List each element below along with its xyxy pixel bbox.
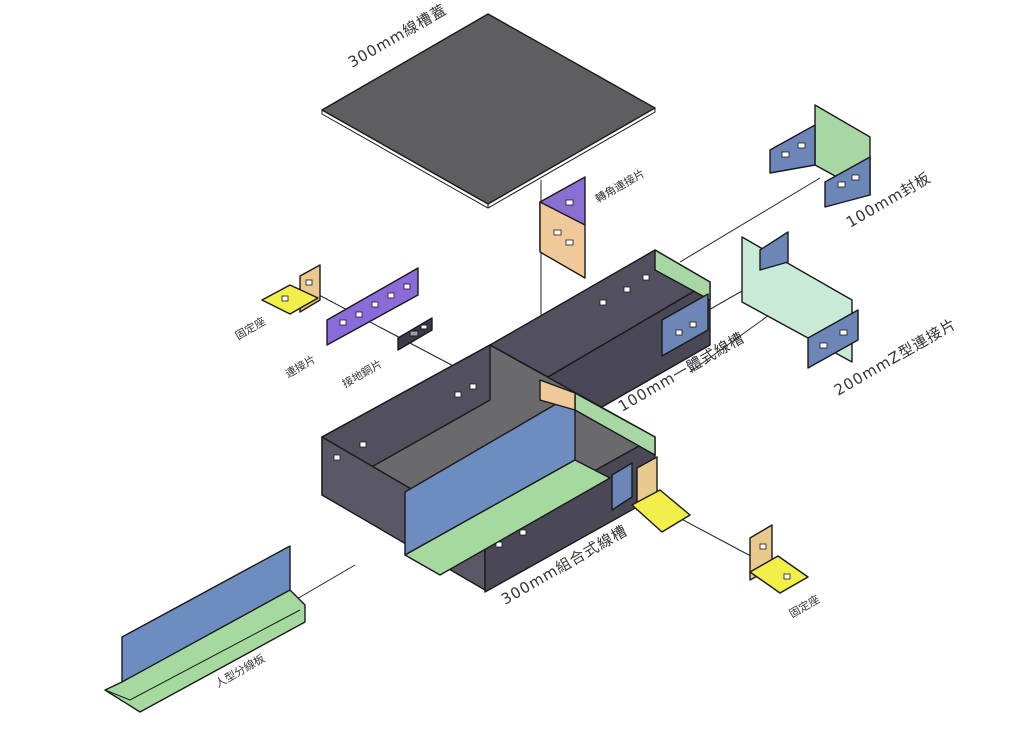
label-ground-strip: 接地銅片 [340, 356, 385, 390]
fixing-seat-left [261, 264, 321, 315]
connector-plate [326, 267, 419, 346]
divider-loose [104, 545, 306, 713]
fixing-seat-on-trough [611, 456, 691, 533]
cover-300mm [321, 13, 656, 209]
z-connector-plate-200mm [741, 231, 859, 369]
label-fixing-seat-left: 固定座 [233, 314, 269, 343]
fixing-seat-right [749, 524, 809, 594]
end-plate-100mm [769, 104, 871, 208]
corner-connector-plate [539, 176, 586, 279]
label-fixing-seat-right: 固定座 [787, 592, 823, 621]
divider-inner [404, 379, 656, 576]
label-corner-plate: 轉角連接片 [593, 166, 648, 206]
trough-100mm-integrated [489, 249, 711, 439]
ground-copper-strip [397, 317, 433, 351]
label-connector-plate: 連接片 [283, 352, 319, 381]
